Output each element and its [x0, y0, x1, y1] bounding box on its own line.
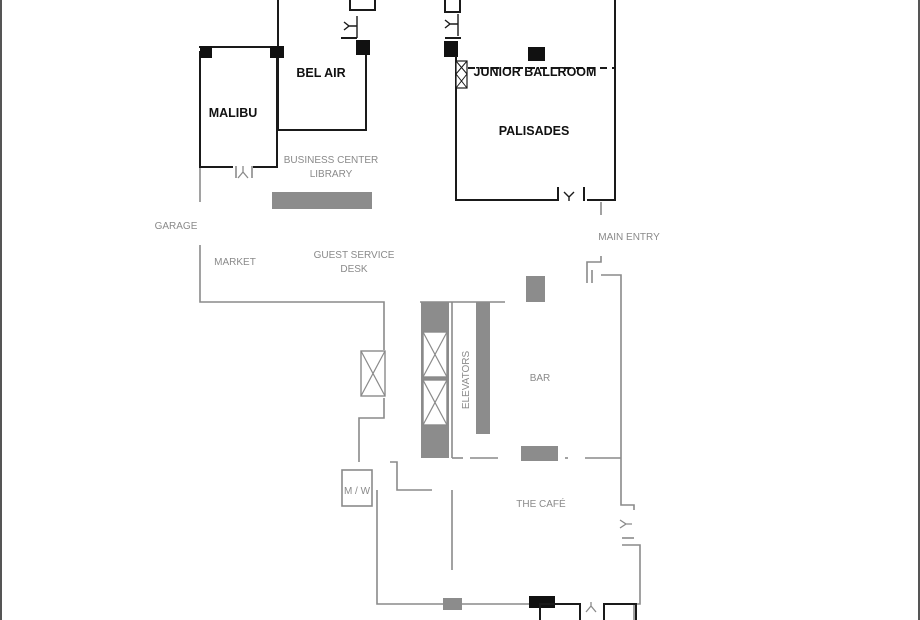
area-label-restrooms: M / W: [344, 486, 371, 497]
area-label-library: LIBRARY: [310, 169, 353, 180]
column: [528, 47, 545, 61]
room-label-bel-air: BEL AIR: [296, 66, 345, 80]
door-icon: [343, 16, 358, 38]
column: [356, 40, 370, 55]
area-label-elevators: ELEVATORS: [461, 350, 472, 409]
area-label-garage: GARAGE: [155, 221, 198, 232]
malibu-room[interactable]: [199, 46, 284, 179]
area-label-business-center: BUSINESS CENTER: [284, 155, 378, 166]
area-label-cafe: THE CAFÉ: [516, 497, 566, 510]
column: [444, 41, 458, 57]
door-icon: [585, 602, 597, 613]
door-icon: [444, 14, 459, 36]
area-label-main-entry: MAIN ENTRY: [598, 232, 660, 243]
lobby-walls: [199, 168, 641, 620]
column: [200, 46, 212, 58]
area-label-guest-service: GUEST SERVICE: [314, 250, 395, 261]
door-icon: [563, 191, 575, 201]
column: [270, 46, 284, 58]
business-center-desk: [272, 192, 372, 209]
room-label-palisades: PALISADES: [499, 124, 570, 138]
pillar: [526, 276, 545, 302]
palisades-junior-ballroom-room[interactable]: [444, 0, 616, 201]
area-label-market: MARKET: [214, 257, 256, 268]
elevator-bank[interactable]: [421, 302, 490, 458]
entry-door-icon: [619, 519, 632, 529]
cafe-counter: [443, 598, 462, 610]
column: [529, 596, 555, 608]
bar-counter: [521, 446, 558, 461]
area-label-bar: BAR: [530, 373, 551, 384]
area-label-desk: DESK: [340, 264, 368, 275]
room-label-junior-ballroom: JUNIOR BALLROOM: [474, 65, 597, 79]
room-label-malibu: MALIBU: [209, 106, 258, 120]
restrooms-box[interactable]: [341, 469, 373, 507]
bel-air-room[interactable]: [277, 0, 376, 131]
door-icon: [237, 166, 249, 179]
stair-icon: [455, 60, 468, 89]
stair-icon: [360, 350, 386, 397]
